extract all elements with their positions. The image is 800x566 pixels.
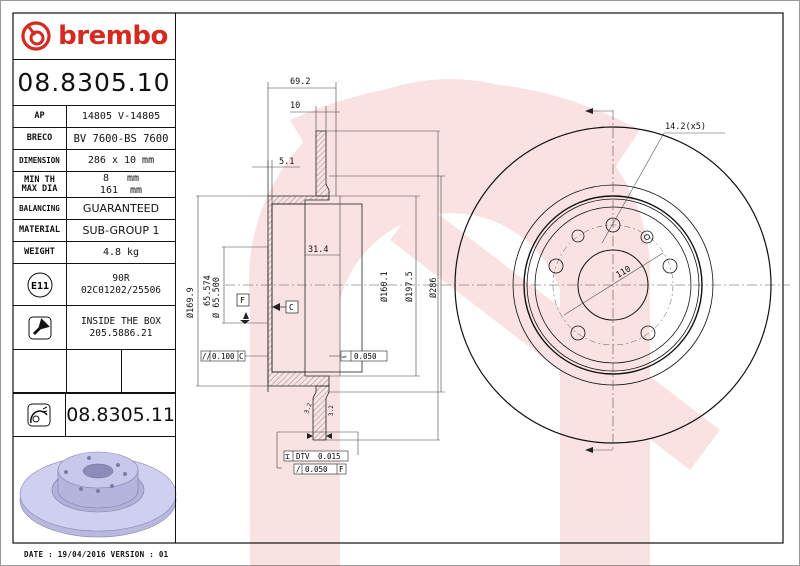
dim-bolt-holes: 14.2(x5) <box>665 122 706 132</box>
spec-key: MIN TH MAX DIA <box>13 172 67 197</box>
svg-text:0.015: 0.015 <box>318 452 341 461</box>
svg-text:F: F <box>339 465 344 474</box>
bolt-hole <box>570 325 586 341</box>
title-block: brembo 08.8305.10 AP 14805 V-14805 BRECO… <box>13 13 176 543</box>
dimension-labels: 69.2 10 5.1 31.4 Ø169.9 65.574 Ø 65.500 … <box>185 77 439 416</box>
svg-text:/: / <box>296 465 301 474</box>
brembo-logo-icon <box>21 21 51 51</box>
view-arrows <box>585 108 593 453</box>
spec-row-breco: BRECO BV 7600-BS 7600 <box>13 128 175 150</box>
max-dia-label: MAX DIA <box>21 183 58 194</box>
footer-date-version: DATE : 19/04/2016 VERSION : 01 <box>24 550 169 559</box>
threaded-hole <box>640 230 654 244</box>
spec-key: BALANCING <box>13 198 67 219</box>
e11-approval-icon: E11 <box>13 264 67 305</box>
svg-text:E11: E11 <box>31 281 49 292</box>
screw-icon <box>13 306 67 349</box>
alt-part-number: 08.8305.11 <box>66 404 175 426</box>
svg-text://: // <box>202 352 211 361</box>
approval-row: E11 90R 02C01202/25506 <box>13 264 175 306</box>
empty-cell <box>13 350 67 392</box>
tolerance-parallelism: // 0.100 C <box>200 350 246 362</box>
spec-value: SUB-GROUP 1 <box>82 223 160 237</box>
empty-cell <box>67 350 122 392</box>
screw-value: INSIDE THE BOX 205.5886.21 <box>67 306 175 349</box>
tolerance-flatness: ▱ 0.050 <box>340 350 388 362</box>
dim-dia-197: Ø197.5 <box>404 271 415 302</box>
datum-f: F <box>236 293 250 307</box>
empty-row <box>13 350 175 394</box>
approval-line1: 90R <box>112 272 130 284</box>
alt-part-row: 08.8305.11 <box>13 394 175 437</box>
screw-line2: 205.5886.21 <box>89 327 153 339</box>
spec-row-weight: WEIGHT 4.8 kg <box>13 242 175 264</box>
svg-text:▱: ▱ <box>342 352 347 361</box>
locator-hole <box>571 229 585 243</box>
coated-disc-icon <box>13 394 67 436</box>
brand-logo: brembo <box>13 13 175 60</box>
dim-hat-wall: 5.1 <box>279 157 294 167</box>
screw-row: INSIDE THE BOX 205.5886.21 <box>13 306 175 350</box>
dimension-lines <box>196 82 445 469</box>
dim-bore-max: 65.574 <box>203 275 213 306</box>
dim-dia-169: Ø169.9 <box>185 287 196 318</box>
min-th-label: MIN TH <box>24 174 55 185</box>
min-th-value: 8 mm <box>102 172 140 184</box>
disc-3d-render <box>19 451 177 538</box>
part-number: 08.8305.10 <box>13 60 175 106</box>
roughness-left: 3.2 <box>303 402 313 415</box>
drawing-frame <box>12 12 784 544</box>
max-dia-value: 161 mm <box>99 184 143 196</box>
dim-dia-160: Ø160.1 <box>379 271 390 302</box>
spec-row-ap: AP 14805 V-14805 <box>13 106 175 128</box>
datum-c: C <box>280 300 299 314</box>
screw-line1: INSIDE THE BOX <box>80 315 162 327</box>
svg-text:⌶: ⌶ <box>285 452 290 461</box>
bolt-hole <box>548 258 564 274</box>
spec-key: AP <box>13 106 67 127</box>
spec-key: DIMENSION <box>13 150 67 171</box>
svg-text:F: F <box>240 296 245 305</box>
svg-text:0.100: 0.100 <box>212 352 235 361</box>
empty-cell <box>122 350 175 392</box>
section-view <box>267 130 363 441</box>
bolt-hole <box>662 258 678 274</box>
spec-value: GUARANTEED <box>82 201 160 215</box>
bolt-hole <box>640 325 656 341</box>
approval-line2: 02C01202/25506 <box>80 284 162 296</box>
spec-value: 8 mm 161 mm <box>67 172 175 197</box>
brembo-watermark <box>249 79 720 566</box>
spec-row-balancing: BALANCING GUARANTEED <box>13 198 175 220</box>
svg-text:C: C <box>289 303 294 312</box>
spec-row-material: MATERIAL SUB-GROUP 1 <box>13 220 175 242</box>
dim-bore-min: Ø 65.500 <box>211 277 222 318</box>
svg-text:C: C <box>239 352 244 361</box>
dim-thickness: 10 <box>290 101 300 111</box>
spec-value: BV 7600-BS 7600 <box>73 132 169 145</box>
tolerance-runout: / 0.050 F <box>293 463 347 475</box>
dim-hat-depth: 31.4 <box>308 245 328 255</box>
svg-text:0.050: 0.050 <box>305 465 328 474</box>
spec-value: 14805 V-14805 <box>81 110 161 122</box>
dimension-arrows <box>240 303 332 439</box>
tolerance-dtv: ⌶ DTV 0.015 <box>283 450 349 462</box>
svg-text:DTV: DTV <box>296 452 310 461</box>
roughness-right: 3.2 <box>328 405 335 416</box>
spec-row-dimension: DIMENSION 286 x 10 mm <box>13 150 175 172</box>
spec-value: 286 x 10 mm <box>87 154 155 166</box>
spec-key: WEIGHT <box>13 242 67 263</box>
brand-name: brembo <box>58 21 168 51</box>
svg-text:0.050: 0.050 <box>354 352 377 361</box>
spec-key: MATERIAL <box>13 220 67 241</box>
approval-value: 90R 02C01202/25506 <box>67 264 175 305</box>
spec-key: BRECO <box>13 128 67 149</box>
spec-value: 4.8 kg <box>102 246 140 258</box>
dim-dia-286: Ø286 <box>428 278 439 298</box>
spec-row-min-max: MIN TH MAX DIA 8 mm 161 mm <box>13 172 175 198</box>
dim-overall-height: 69.2 <box>290 77 310 87</box>
